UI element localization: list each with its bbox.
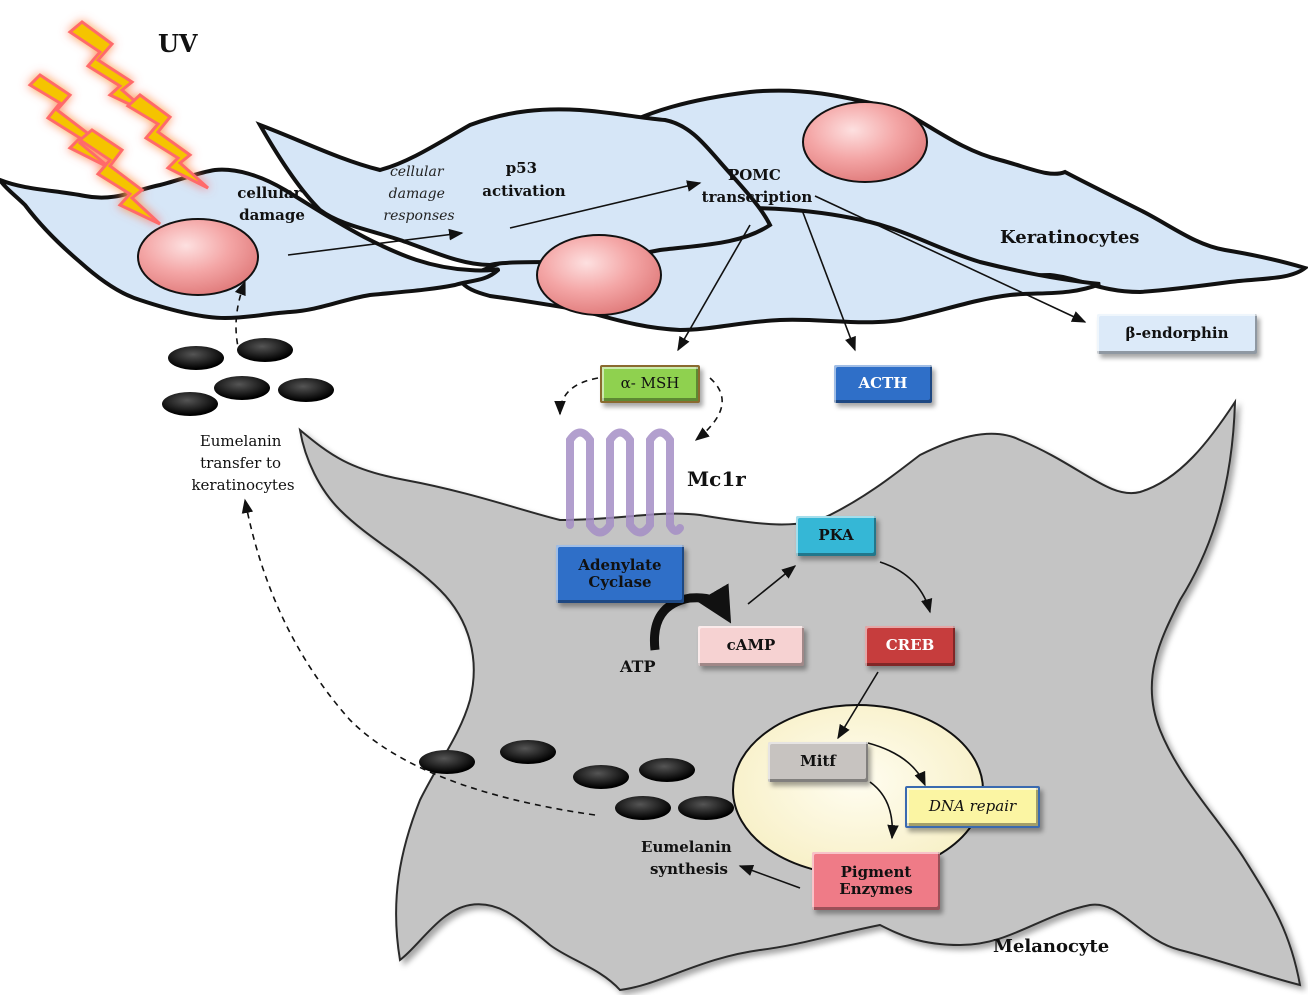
- melanin-granule: [573, 765, 629, 789]
- adenylate-cyclase-box: Adenylate Cyclase: [556, 545, 684, 603]
- arrow-pigment-to-synthesis: [738, 865, 801, 889]
- arrow-creb-to-mitf: [837, 671, 879, 740]
- keratinocytes-label: Keratinocytes: [1000, 227, 1139, 248]
- pka-box: PKA: [796, 516, 876, 556]
- melanin-granule: [237, 338, 293, 362]
- pomc-transcription-label: POMC transcription: [702, 166, 813, 206]
- atp-to-camp-arrow: [649, 583, 732, 651]
- melanin-granule: [419, 750, 475, 774]
- arrow-p53-to-pomc: [509, 180, 702, 229]
- melanin-granule: [168, 346, 224, 370]
- melanin-granule: [278, 378, 334, 402]
- arrow-transfer-up: [234, 280, 246, 356]
- uv-label: UV: [158, 29, 198, 58]
- alpha-msh-box: α- MSH: [600, 365, 700, 403]
- pathway-arrows: [234, 180, 1087, 889]
- arrow-synthesis-to-transfer: [241, 498, 596, 816]
- pigment-enzymes-line2: Enzymes: [839, 880, 913, 898]
- arrow-damage-to-responses: [287, 228, 464, 256]
- melanin-granule: [214, 376, 270, 400]
- dna-repair-box: DNA repair: [905, 786, 1040, 828]
- mc1r-label: Mc1r: [687, 467, 746, 491]
- acth-box: ACTH: [834, 365, 932, 403]
- melanin-granule: [639, 758, 695, 782]
- arrow-pomc-to-acth: [801, 209, 856, 352]
- melanin-granule: [678, 796, 734, 820]
- cellular-damage-label: cellular damage: [237, 184, 307, 224]
- arrow-mitf-to-dna: [867, 742, 926, 787]
- arrow-pomc-to-msh: [677, 224, 751, 352]
- arrow-msh-dashed-left: [554, 377, 599, 416]
- arrow-pomc-to-endorphin: [814, 195, 1087, 323]
- melanin-granule: [615, 796, 671, 820]
- eumelanin-transfer-label: Eumelanin transfer to keratinocytes: [191, 432, 294, 494]
- melanocyte-cell: [298, 398, 1302, 992]
- p53-activation-label: p53 activation: [482, 159, 566, 200]
- eumelanin-synthesis-label: Eumelanin synthesis: [641, 838, 737, 878]
- keratinocyte-nucleus: [137, 218, 259, 296]
- keratinocyte-nucleus: [536, 234, 662, 316]
- arrow-mitf-to-pigment: [869, 781, 899, 840]
- melanin-granule: [162, 392, 218, 416]
- pigment-enzymes-box: Pigment Enzymes: [812, 852, 940, 910]
- pigment-enzymes-line1: Pigment: [840, 862, 912, 881]
- arrow-camp-to-pka: [747, 565, 797, 605]
- uv-lightning-icon: [27, 20, 209, 226]
- cellular-damage-responses-label: cellular damage responses: [383, 164, 454, 224]
- adenylate-cyclase-line2: Cyclase: [588, 573, 652, 591]
- keratinocyte-nucleus: [802, 101, 928, 183]
- keratinocyte-cell: [255, 107, 773, 268]
- mc1r-receptor-icon: [566, 428, 684, 537]
- arrow-pka-to-creb: [879, 561, 933, 614]
- beta-endorphin-box: β-endorphin: [1097, 314, 1257, 354]
- melanin-granules-top: [162, 338, 334, 416]
- melanin-granule: [500, 740, 556, 764]
- melanocyte-label: Melanocyte: [993, 936, 1109, 957]
- adenylate-cyclase-line1: Adenylate: [578, 555, 662, 574]
- atp-label: ATP: [619, 657, 655, 676]
- camp-box: cAMP: [698, 626, 804, 666]
- mitf-box: Mitf: [768, 742, 868, 782]
- melanin-granules-bottom: [419, 740, 734, 820]
- creb-box: CREB: [865, 626, 955, 666]
